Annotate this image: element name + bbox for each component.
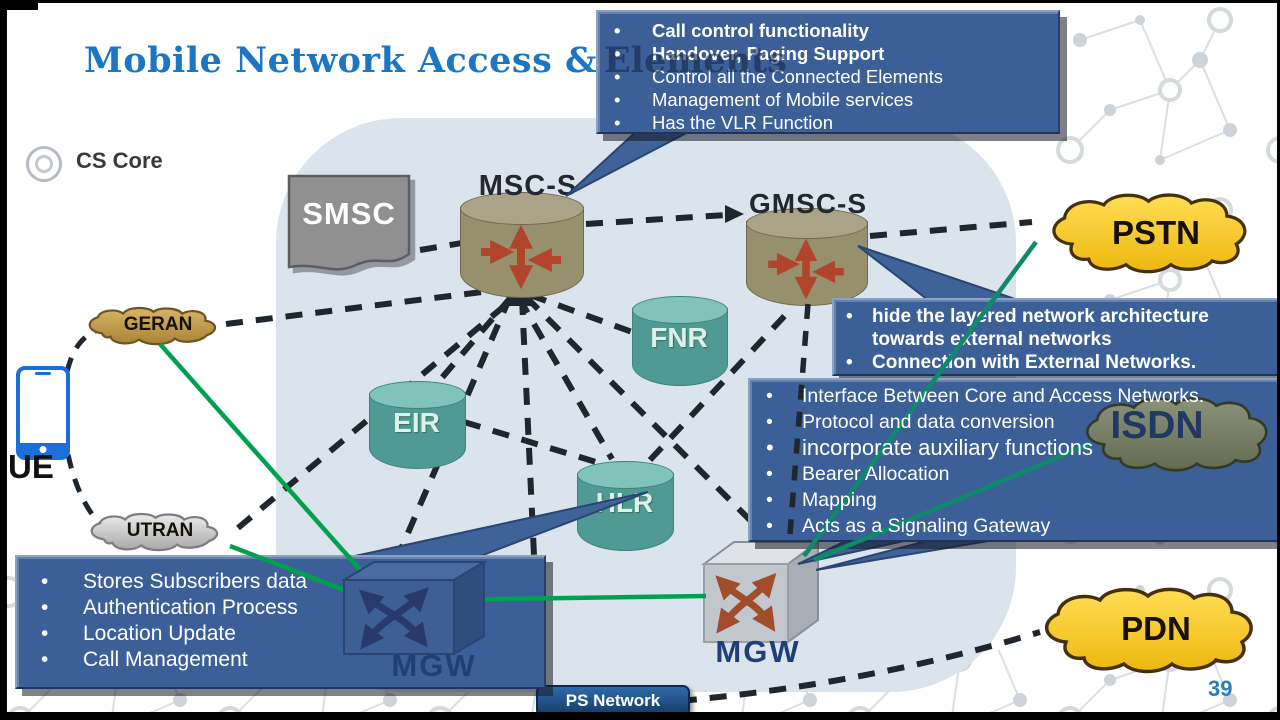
link-msc-mgw-edge [523,294,769,539]
link-gmsc-pstn [869,219,1033,239]
node-utran: UTRAN [84,508,236,558]
callout-item: Mapping [802,489,877,511]
title-overlap-word: Elements [604,40,787,81]
node-eir: EIR [369,381,466,469]
callout-item: Call Management [83,648,248,671]
callout-item: hide the layered network architecture to… [872,306,1209,350]
link-msc-psnetwork [519,297,543,685]
link-msc-fnr [528,292,634,335]
mgw-edge-label: MGW [715,634,801,669]
frame-edge-bottom [0,712,1280,720]
link-eir-hlr [463,419,597,465]
utran-cloud-shape [90,512,219,552]
callout-item: Call control functionality [652,20,869,41]
mgw-core-label: MGW [391,648,477,683]
eir-label: EIR [393,406,440,438]
ps-network-label: PS Network [565,691,661,710]
utran-label: UTRAN [126,520,194,541]
fnr-cylinder-top [632,296,728,325]
pstn-label: PSTN [1111,214,1200,251]
link-msc-eir [437,294,515,382]
frame-edge-top [0,0,1280,3]
msc-cylinder-top [460,192,584,226]
geran-label: GERAN [123,314,193,335]
callout-item: Interface Between Core and Access Networ… [802,385,1205,407]
geran-cloud-shape [88,306,217,346]
node-gmsc-s [746,208,868,306]
callout-item: incorporate auxiliary functions [802,435,1094,460]
node-pdn: PDN [1036,584,1276,674]
callout-item: Stores Subscribers data [83,570,308,593]
frame-edge-left [0,0,7,720]
ps-network-badge: PS Network [536,685,690,717]
phone-home-dot [39,446,47,453]
callout-item: Has the VLR Function [652,112,833,133]
gmsc-s-label: GMSC-S [749,188,867,219]
ue-label: UE [8,448,54,485]
phone-speaker [35,372,51,375]
hlr-cylinder-top [577,461,674,490]
arrowhead-into-gmsc [725,205,744,223]
switch-arrows-icon [358,587,429,650]
gmsc-cylinder-top [746,208,868,239]
link-geran-mgw-core [158,342,380,592]
callout-item: Management of Mobile services [652,89,914,110]
node-mgw-edge [700,540,822,644]
pstn-cloud-shape [1052,193,1247,274]
pdn-cloud-shape [1045,587,1253,674]
smartphone-icon [16,366,70,460]
page-number: 39 [1208,676,1233,701]
cs-core-label: CS Core [76,148,163,173]
node-msc-s [460,192,584,298]
link-msc-hlr [516,296,615,461]
pdn-label: PDN [1121,610,1191,647]
callout-item: Location Update [83,622,236,645]
node-geran: GERAN [82,304,234,350]
node-pstn: PSTN [1036,190,1276,274]
msc-s-label: MSC-S [478,170,578,202]
frame-edge-top-left [0,0,38,10]
frame-edge-right [1277,0,1280,720]
callout-item: Protocol and data conversion [802,411,1055,433]
callout-item: Handover, Paging Support [652,43,885,64]
switch-arrows-icon [715,572,777,634]
callout-msc-functions: Call control functionality Handover, Pag… [596,10,1060,134]
callout-item: Authentication Process [83,596,298,619]
eir-cylinder-top [369,381,466,409]
target-rings-icon [26,146,62,182]
node-fnr: FNR [632,296,728,386]
link-ue-utran [61,429,104,528]
callout-hlr-functions: Stores Subscribers data Authentication P… [15,555,546,689]
callout-item: Control all the Connected Elements [652,66,944,87]
node-smsc: SMSC [284,170,414,282]
callout-item: Acts as a Signaling Gateway [802,515,1051,537]
link-msc-gmsc [585,212,727,227]
routing-arrows-icon [481,224,561,290]
smsc-label: SMSC [302,196,396,231]
callout-mgw-functions-text: Interface Between Core and Access Networ… [752,381,1276,539]
callout-gmsc-functions: hide the layered network architecture to… [832,298,1280,376]
callout-item: Bearer Allocation [802,463,950,485]
link-hlr-gmsc [647,305,795,463]
fnr-label: FNR [650,322,708,354]
routing-arrows-icon [768,238,844,300]
node-mgw-core [340,560,488,656]
smsc-shape [287,174,411,271]
